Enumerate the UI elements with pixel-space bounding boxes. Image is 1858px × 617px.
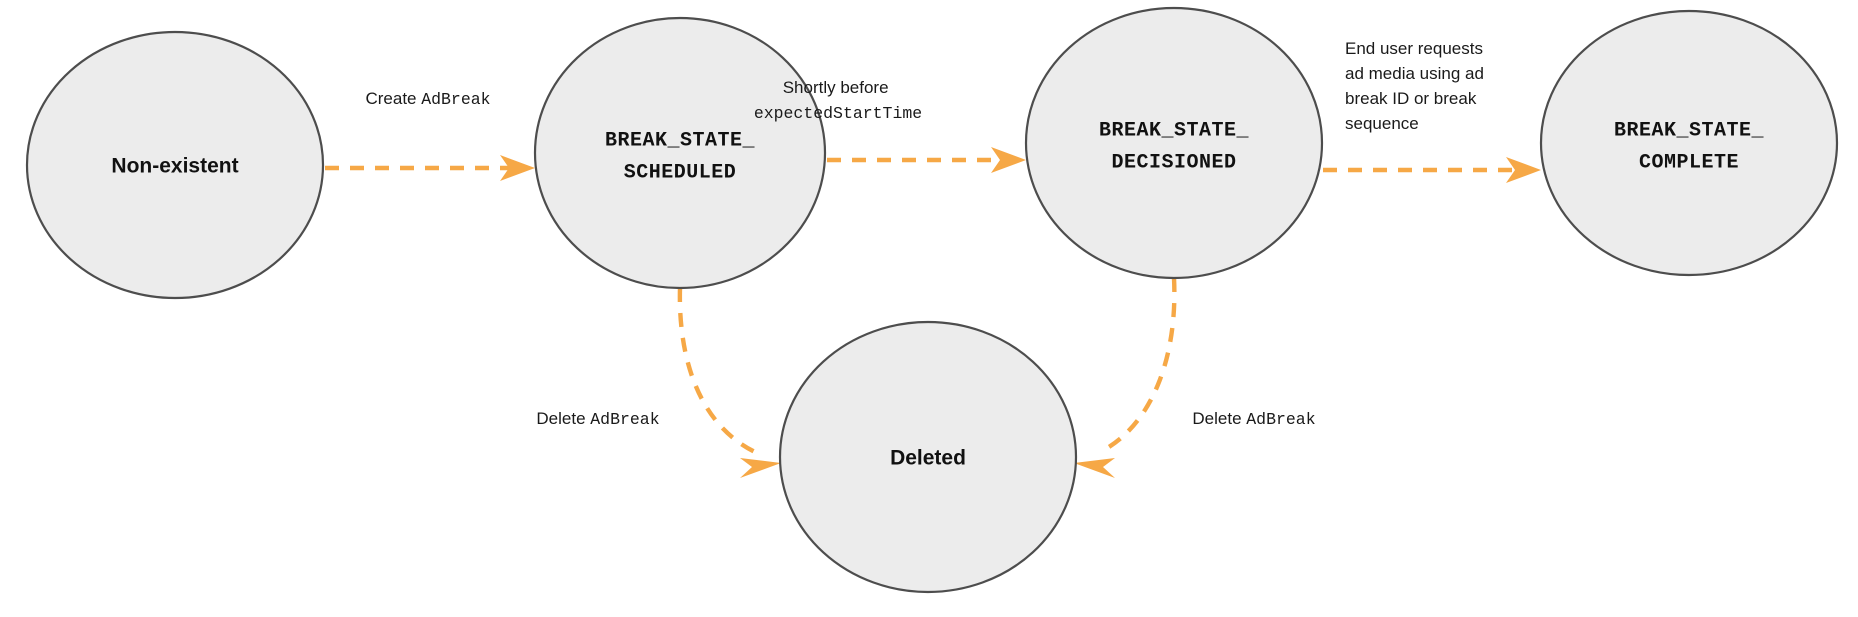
node-non-existent[interactable]: Non-existent <box>25 30 325 300</box>
edge-label-create-adbreak: Create AdBreak <box>365 89 490 109</box>
node-break-state-complete-shape <box>1539 9 1839 277</box>
node-break-state-decisioned-label-line1: BREAK_STATE_ <box>1099 119 1250 142</box>
node-deleted-shape <box>778 320 1078 594</box>
node-break-state-complete[interactable]: BREAK_STATE_ COMPLETE <box>1539 9 1839 277</box>
edge-label-shortly-before-line2: expectedStartTime <box>754 104 922 123</box>
edge-label-end-user-requests: End user requests ad media using ad brea… <box>1345 39 1489 133</box>
node-break-state-decisioned-shape <box>1024 6 1324 280</box>
edge-end-user-requests[interactable] <box>1323 157 1541 183</box>
node-break-state-complete-label-line2: COMPLETE <box>1639 151 1739 174</box>
edge-label-create-adbreak-seg2: AdBreak <box>421 90 490 109</box>
edge-label-delete-adbreak-scheduled: Delete AdBreak <box>536 409 659 429</box>
edge-create-adbreak[interactable] <box>325 155 535 181</box>
node-break-state-decisioned-label-line2: DECISIONED <box>1111 151 1236 174</box>
edge-create-adbreak-arrowhead <box>500 155 535 181</box>
edge-label-delete-adbreak-scheduled-seg1: Delete <box>536 409 590 428</box>
edge-label-delete-adbreak-decisioned-seg1: Delete <box>1192 409 1246 428</box>
edge-label-delete-adbreak-decisioned: Delete AdBreak <box>1192 409 1315 429</box>
node-break-state-complete-label-line1: BREAK_STATE_ <box>1614 119 1765 142</box>
edge-delete-adbreak-scheduled-arrowhead <box>740 458 781 478</box>
edge-label-end-user-requests-line2: ad media using ad <box>1345 64 1484 83</box>
node-break-state-decisioned[interactable]: BREAK_STATE_ DECISIONED <box>1024 6 1324 280</box>
edge-label-shortly-before: Shortly before expectedStartTime <box>754 78 922 123</box>
edge-end-user-requests-arrowhead <box>1506 157 1541 183</box>
edge-delete-adbreak-decisioned-line <box>1099 277 1177 454</box>
edge-delete-adbreak-decisioned-arrowhead <box>1074 458 1115 478</box>
edge-label-end-user-requests-line3: break ID or break <box>1345 89 1477 108</box>
node-non-existent-label: Non-existent <box>111 155 238 178</box>
edge-label-create-adbreak-seg1: Create <box>365 89 421 108</box>
edge-label-delete-adbreak-decisioned-seg2: AdBreak <box>1246 410 1315 429</box>
edge-shortly-before-arrowhead <box>991 147 1026 173</box>
edge-label-delete-adbreak-scheduled-seg2: AdBreak <box>590 410 659 429</box>
node-break-state-scheduled-label-line1: BREAK_STATE_ <box>605 129 756 152</box>
edge-label-shortly-before-line1: Shortly before <box>783 78 889 97</box>
node-deleted-label: Deleted <box>890 447 966 470</box>
edge-shortly-before[interactable] <box>827 147 1026 173</box>
node-break-state-scheduled-shape <box>533 16 827 290</box>
node-deleted[interactable]: Deleted <box>778 320 1078 594</box>
edge-delete-adbreak-scheduled-line <box>677 287 756 454</box>
edge-delete-adbreak-scheduled[interactable] <box>677 287 781 478</box>
edge-delete-adbreak-decisioned[interactable] <box>1074 277 1177 478</box>
node-non-existent-shape <box>25 30 325 300</box>
node-break-state-scheduled[interactable]: BREAK_STATE_ SCHEDULED <box>533 16 827 290</box>
edge-label-end-user-requests-line1: End user requests <box>1345 39 1483 58</box>
node-break-state-scheduled-label-line2: SCHEDULED <box>624 161 737 184</box>
edge-label-end-user-requests-line4: sequence <box>1345 114 1419 133</box>
